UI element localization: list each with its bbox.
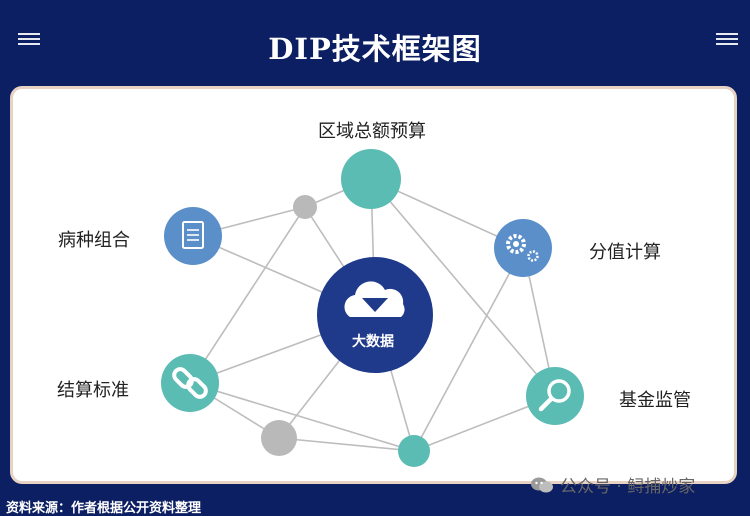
node-settlement <box>161 354 219 412</box>
hamburger-icon <box>18 33 40 35</box>
gears-icon <box>506 234 539 262</box>
label-regional-budget: 区域总额预算 <box>318 121 426 142</box>
small-teal-node <box>398 435 430 467</box>
label-disease-group: 病种组合 <box>58 230 130 251</box>
page-title: DIP技术框架图 <box>268 32 482 66</box>
source-note: 资料来源：作者根据公开资料整理 <box>6 501 202 516</box>
magnifier-icon <box>538 379 571 412</box>
menu-right-button[interactable] <box>716 33 738 49</box>
hamburger-icon <box>716 33 738 35</box>
label-fund-supervision: 基金监管 <box>619 390 691 411</box>
label-settlement: 结算标准 <box>57 380 129 401</box>
menu-left-button[interactable] <box>18 33 40 49</box>
watermark: 公众号 · 鲟捕炒家 <box>530 472 695 497</box>
node-fund-supervision <box>526 367 584 425</box>
node-disease-group <box>164 207 222 265</box>
node-score-calc <box>494 219 552 277</box>
small-gray-node <box>261 420 297 456</box>
node-regional-budget <box>341 149 401 209</box>
center-big-data-node <box>317 257 433 373</box>
watermark-text: 公众号 · 鲟捕炒家 <box>560 477 696 497</box>
wechat-icon <box>531 477 553 492</box>
small-gray-node <box>293 195 317 219</box>
label-score-calc: 分值计算 <box>589 242 661 263</box>
document-icon <box>182 221 204 249</box>
center-label: 大数据 <box>352 334 394 350</box>
link-icon <box>172 367 208 399</box>
cloud-download-icon <box>344 281 405 317</box>
